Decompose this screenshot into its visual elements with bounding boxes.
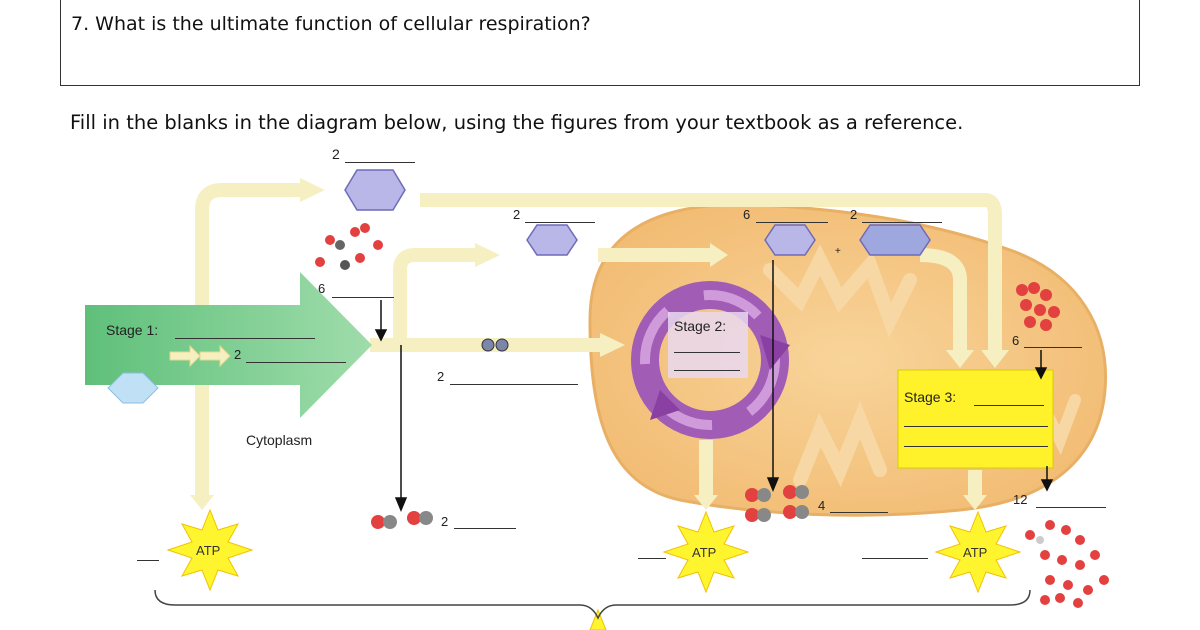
blank-four[interactable] xyxy=(830,512,888,513)
blank-stage3-3[interactable] xyxy=(904,446,1048,447)
blank-six-mito[interactable] xyxy=(756,222,828,223)
question-box: 7. What is the ultimate function of cell… xyxy=(60,0,1140,86)
blank-middle[interactable] xyxy=(450,384,578,385)
stage2-box xyxy=(668,312,748,378)
co2-cluster-top xyxy=(315,223,383,270)
plus-sign: + xyxy=(835,246,841,257)
blank-stage3-1[interactable] xyxy=(974,405,1044,406)
water-cluster xyxy=(1025,520,1109,608)
blank-twelve[interactable] xyxy=(1036,507,1106,508)
count-top-two: 2 xyxy=(332,146,340,162)
count-six-left: 6 xyxy=(318,281,326,296)
count-bottom-two: 2 xyxy=(441,514,449,529)
atp-burst-bottom xyxy=(589,608,607,630)
small-yellow-arrows xyxy=(169,344,231,368)
molecule-hexagons xyxy=(344,169,931,256)
stage3-box xyxy=(897,369,1054,469)
question-text: 7. What is the ultimate function of cell… xyxy=(71,13,591,35)
count-twelve: 12 xyxy=(1013,492,1028,507)
blank-stage1-product[interactable] xyxy=(246,362,346,363)
blank-six-right[interactable] xyxy=(1024,347,1082,348)
stage2-label: Stage 2: xyxy=(674,318,727,334)
krebs-cycle xyxy=(631,281,790,439)
oxygen-cluster xyxy=(1016,282,1060,331)
stage1-label: Stage 1: xyxy=(106,322,159,338)
blank-stage3-2[interactable] xyxy=(904,426,1048,427)
blank-stage2-1[interactable] xyxy=(674,352,740,353)
count-six-right: 6 xyxy=(1012,333,1020,348)
cytoplasm-label: Cytoplasm xyxy=(246,432,313,448)
atp-burst-1 xyxy=(166,508,254,592)
bottom-bracket xyxy=(154,589,1031,620)
blank-atp-3[interactable] xyxy=(862,558,928,559)
blank-carrier[interactable] xyxy=(525,222,595,223)
count-stage1-two: 2 xyxy=(234,347,242,362)
blank-atp-1[interactable] xyxy=(137,560,159,561)
atp-burst-3 xyxy=(934,510,1022,594)
co2-cluster-bottom xyxy=(371,485,809,529)
count-six-mito: 6 xyxy=(743,207,751,222)
instructions: Fill in the blanks in the diagram below,… xyxy=(70,111,964,134)
blank-atp-2[interactable] xyxy=(638,558,666,559)
blank-stage1[interactable] xyxy=(175,338,315,339)
blank-six-left[interactable] xyxy=(332,297,394,298)
atp-label-2: ATP xyxy=(692,545,717,560)
black-arrows xyxy=(374,260,1054,512)
blank-stage2-2[interactable] xyxy=(674,370,740,371)
blank-top[interactable] xyxy=(345,162,415,163)
arrowheads xyxy=(190,178,1009,510)
atp-label-3: ATP xyxy=(963,545,988,560)
blank-two-mito[interactable] xyxy=(862,222,942,223)
count-middle-two: 2 xyxy=(437,369,445,384)
glucose-hexagon xyxy=(107,372,159,404)
stage1-arrow xyxy=(85,272,372,418)
atp-burst-2 xyxy=(662,510,750,594)
count-carrier-two: 2 xyxy=(513,207,521,222)
count-two-mito: 2 xyxy=(850,207,858,222)
count-four: 4 xyxy=(818,498,826,513)
stage3-label: Stage 3: xyxy=(904,389,957,405)
molecule-dots xyxy=(481,338,509,352)
atp-label-1: ATP xyxy=(196,543,221,558)
blank-bottom[interactable] xyxy=(454,528,516,529)
